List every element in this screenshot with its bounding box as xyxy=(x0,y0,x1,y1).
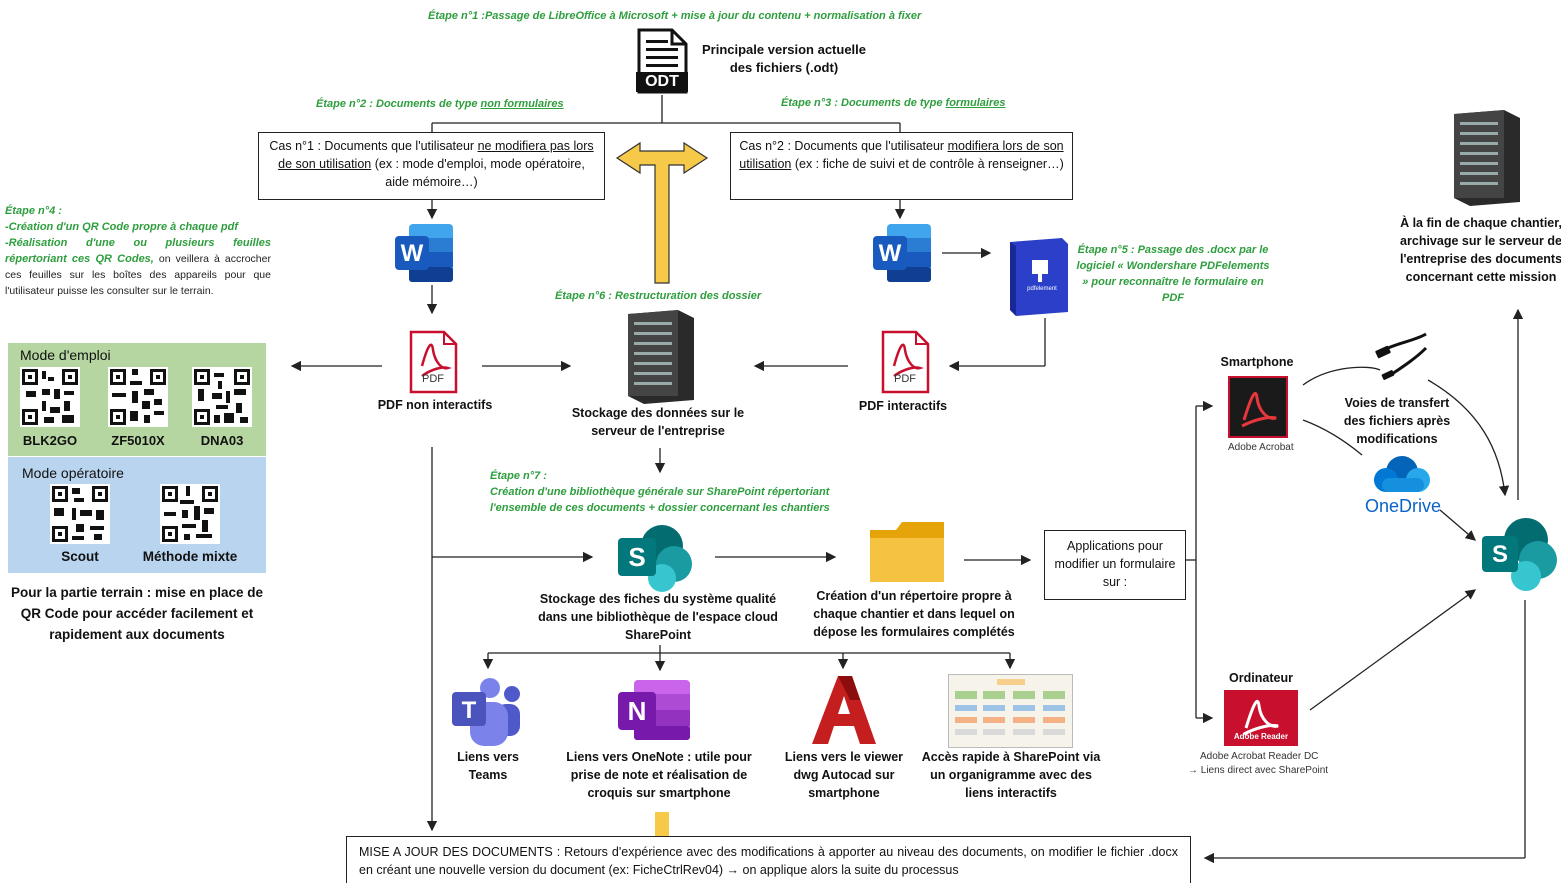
adobe-reader-icon: Adobe Reader xyxy=(1224,690,1298,746)
qr-label: DNA03 xyxy=(200,433,244,448)
sharepoint-caption: Stockage des fiches du système qualité d… xyxy=(538,592,778,642)
svg-text:S: S xyxy=(628,542,645,572)
mode-operatoire-panel: Mode opératoire Scout Méthode mixte xyxy=(8,457,266,573)
qr-code-icon xyxy=(108,367,168,427)
svg-text:N: N xyxy=(628,696,647,726)
onenote-icon: N xyxy=(618,678,692,742)
word-icon: W xyxy=(395,222,455,282)
organigramme-caption: Accès rapide à SharePoint via un organig… xyxy=(921,750,1101,800)
mode-emploi-title: Mode d'emploi xyxy=(20,347,111,363)
step4-block: Étape n°4 : -Création d'un QR Code propr… xyxy=(5,203,271,299)
maj-box: MISE A JOUR DES DOCUMENTS : Retours d'ex… xyxy=(346,836,1191,883)
qr-code-icon xyxy=(160,484,220,544)
odt-caption-line2: des fichiers (.odt) xyxy=(729,60,839,75)
adobe-reader-badge: Adobe Reader xyxy=(1233,732,1289,741)
adobe-reader-label: Adobe Acrobat Reader DC xyxy=(1200,751,1319,762)
onenote-caption: Liens vers OneNote : utile pour prise de… xyxy=(566,750,752,800)
pdf-file-icon: PDF xyxy=(880,330,930,394)
qr-code-icon xyxy=(50,484,110,544)
folder-icon xyxy=(868,520,946,584)
case1-text-b: (ex : mode d'emploi, mode opératoire, ai… xyxy=(371,157,585,189)
archive-server-icon xyxy=(1450,108,1522,206)
server-caption: Stockage des données sur le serveur de l… xyxy=(571,406,745,438)
organigramme-thumbnail xyxy=(948,674,1073,748)
svg-text:T: T xyxy=(462,697,477,724)
transfer-caption: Voies de transfert des fichiers après mo… xyxy=(1343,396,1451,446)
svg-text:S: S xyxy=(1492,541,1508,568)
case2-box: Cas n°2 : Documents que l'utilisateur mo… xyxy=(730,132,1073,200)
onedrive-cloud-icon xyxy=(1368,454,1434,494)
pdf-file-icon: PDF xyxy=(408,330,458,394)
step3-prefix: Étape n°3 : Documents de type xyxy=(781,97,946,109)
pdfelement-box-icon: pdfelement xyxy=(1002,238,1068,316)
step4-rest: on veillera à accrocher ces feuilles sur… xyxy=(5,253,271,297)
folder-caption: Création d'un répertoire propre à chaque… xyxy=(813,589,1015,639)
sharepoint-icon: S xyxy=(616,524,696,594)
pdf-interactifs-caption: PDF interactifs xyxy=(858,399,948,413)
sharepoint-icon: S xyxy=(1480,516,1558,594)
step4-title: Étape n°4 : xyxy=(5,205,62,217)
usb-cable-icon xyxy=(1372,330,1430,384)
qr-code-icon xyxy=(20,367,80,427)
ordinateur-title: Ordinateur xyxy=(1229,671,1293,685)
odt-caption: Principale version actuelle des fichiers… xyxy=(694,41,874,77)
step3-label: Étape n°3 : Documents de type formulaire… xyxy=(781,97,1005,109)
terrain-caption: Pour la partie terrain : mise en place d… xyxy=(10,585,264,642)
qr-label: ZF5010X xyxy=(111,433,165,448)
adobe-acrobat-icon xyxy=(1228,376,1288,438)
archive-caption: À la fin de chaque chantier, archivage s… xyxy=(1399,216,1561,284)
case1-box: Cas n°1 : Documents que l'utilisateur ne… xyxy=(258,132,605,200)
svg-text:W: W xyxy=(401,240,424,267)
step4-line1: -Création d'un QR Code propre à chaque p… xyxy=(5,221,239,233)
step2-underlined: non formulaires xyxy=(480,98,564,110)
autocad-icon xyxy=(812,674,876,746)
case2-text-a: Cas n°2 : Documents que l'utilisateur xyxy=(739,139,948,153)
yellow-t-arrow xyxy=(615,141,709,836)
step2-label: Étape n°2 : Documents de type non formul… xyxy=(316,98,564,110)
case2-text-b: (ex : fiche de suivi et de contrôle à re… xyxy=(791,157,1064,171)
case2-text-underlined: modifiera lors de son utilisation xyxy=(739,139,1064,171)
step7-block: Étape n°7 : Création d'une bibliothèque … xyxy=(490,468,870,516)
smartphone-title: Smartphone xyxy=(1220,355,1294,369)
svg-text:W: W xyxy=(879,240,902,267)
step7-title: Étape n°7 : xyxy=(490,470,547,482)
word-icon: W xyxy=(873,222,933,282)
pdf-icon-label: PDF xyxy=(894,373,916,385)
server-icon xyxy=(624,308,696,404)
mode-operatoire-title: Mode opératoire xyxy=(22,465,124,481)
odt-file-icon: ODT xyxy=(636,28,688,94)
pdf-non-interactifs-caption: PDF non interactifs xyxy=(377,398,493,412)
adobe-reader-note: → Liens direct avec SharePoint xyxy=(1188,765,1329,776)
case1-text-underlined: ne modifiera pas lors de son utilisation xyxy=(278,139,594,171)
odt-icon-label: ODT xyxy=(645,73,679,90)
onedrive-label: OneDrive xyxy=(1364,496,1442,516)
case1-text-a: Cas n°1 : Documents que l'utilisateur xyxy=(269,139,478,153)
step6-label: Étape n°6 : Restructuration des dossier xyxy=(555,290,762,302)
step1-label: Étape n°1 :Passage de LibreOffice à Micr… xyxy=(428,10,922,22)
autocad-caption: Liens vers le viewer dwg Autocad sur sma… xyxy=(784,750,904,800)
odt-caption-line1: Principale version actuelle xyxy=(701,42,867,57)
pdf-icon-label: PDF xyxy=(422,373,444,385)
step3-underlined: formulaires xyxy=(945,97,1006,109)
qr-label: Méthode mixte xyxy=(142,549,238,564)
mode-emploi-panel: Mode d'emploi BLK2GO ZF5010X DNA03 xyxy=(8,343,266,456)
step2-prefix: Étape n°2 : Documents de type xyxy=(316,98,481,110)
adobe-acrobat-label: Adobe Acrobat xyxy=(1228,442,1294,453)
step7-text: Création d'une bibliothèque générale sur… xyxy=(490,486,830,514)
qr-label: Scout xyxy=(61,549,99,564)
apps-box: Applications pour modifier un formulaire… xyxy=(1044,530,1186,600)
teams-caption: Liens vers Teams xyxy=(457,750,519,782)
step4-line2: -Réalisation d'une ou plusieurs feuilles… xyxy=(5,237,271,265)
qr-code-icon xyxy=(192,367,252,427)
teams-icon: T xyxy=(452,676,522,748)
step5-label: Étape n°5 : Passage des .docx par le log… xyxy=(1076,244,1270,304)
qr-label: BLK2GO xyxy=(22,433,78,448)
svg-text:pdfelement: pdfelement xyxy=(1027,286,1057,292)
